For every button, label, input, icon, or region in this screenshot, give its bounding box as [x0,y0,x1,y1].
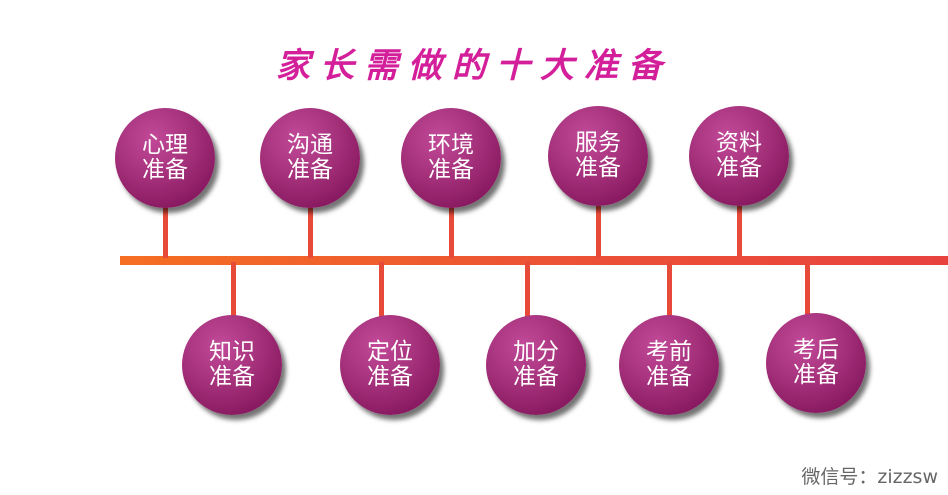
node-label-line1: 服务 [575,130,621,156]
stem-bottom-4 [667,262,672,318]
diagram-title: 家长需做的十大准备 [276,46,672,86]
node-label-line1: 知识 [209,339,255,365]
node-environment-preparation: 环境 准备 [401,108,501,208]
node-label-line2: 准备 [142,157,188,183]
node-label-line1: 资料 [716,130,762,156]
node-label-line2: 准备 [209,364,255,390]
stem-top-1 [163,206,168,258]
node-knowledge-preparation: 知识 准备 [182,315,282,415]
node-post-exam-preparation: 考后 准备 [766,313,866,413]
stem-top-2 [308,206,313,258]
stem-bottom-2 [379,262,384,318]
node-label-line2: 准备 [513,364,559,390]
node-label-line1: 定位 [367,339,413,365]
stem-bottom-5 [805,262,810,318]
stem-top-4 [596,206,601,258]
node-label-line1: 考后 [793,337,839,363]
node-label-line1: 环境 [428,132,474,158]
node-label-line1: 心理 [142,132,188,158]
node-label-line2: 准备 [716,155,762,181]
wechat-watermark: 微信号：zizzsw [801,466,938,488]
node-label-line2: 准备 [575,155,621,181]
node-label-line1: 加分 [513,339,559,365]
node-communication-preparation: 沟通 准备 [260,108,360,208]
node-label-line2: 准备 [367,364,413,390]
stem-top-5 [737,206,742,258]
node-positioning-preparation: 定位 准备 [340,315,440,415]
node-pre-exam-preparation: 考前 准备 [619,315,719,415]
timeline-bar [120,256,948,265]
stem-top-3 [449,206,454,258]
node-psychological-preparation: 心理 准备 [115,108,215,208]
node-label-line1: 沟通 [287,132,333,158]
node-label-line1: 考前 [646,339,692,365]
node-label-line2: 准备 [428,157,474,183]
node-label-line2: 准备 [793,362,839,388]
node-service-preparation: 服务 准备 [548,106,648,206]
stem-bottom-1 [231,262,236,318]
stem-bottom-3 [525,262,530,318]
node-label-line2: 准备 [287,157,333,183]
node-materials-preparation: 资料 准备 [689,106,789,206]
node-label-line2: 准备 [646,364,692,390]
node-bonus-points-preparation: 加分 准备 [486,315,586,415]
